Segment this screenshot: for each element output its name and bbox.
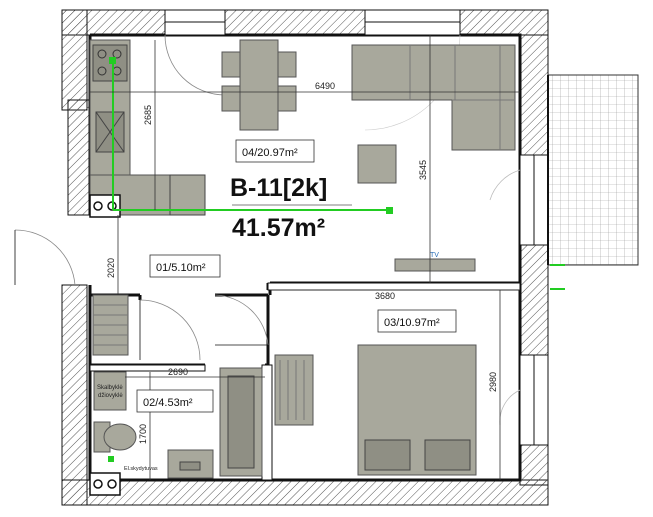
- washer-dryer-label-2: džiovyklė: [98, 393, 123, 399]
- washer-dryer-label-1: Skalbyklė: [97, 385, 123, 391]
- unit-total-area: 41.57m²: [232, 214, 325, 242]
- unit-code: B-11[2k]: [230, 174, 327, 202]
- dimension-labels: 6490 2685 3545 2020 3680 2980 2690 1700: [106, 81, 498, 444]
- sofa: [351, 44, 516, 151]
- tv-stand: TV: [394, 252, 476, 272]
- unit-title: B-11[2k] 41.57m²: [230, 174, 352, 242]
- room-label-bathroom: 02/4.53m²: [143, 397, 193, 409]
- dining-table: [221, 39, 297, 131]
- dimension-lines: [90, 35, 520, 480]
- dim-bath-height: 1700: [138, 424, 148, 444]
- dim-hall-height: 2020: [106, 258, 116, 278]
- dim-living-height: 3545: [418, 160, 428, 180]
- dim-living-width: 6490: [315, 81, 335, 91]
- electric-panel-label: El.skydytuvas: [124, 466, 158, 472]
- room-label-bedroom: 03/10.97m²: [384, 317, 440, 329]
- coffee-table: [357, 144, 397, 184]
- room-labels: 04/20.97m² 01/5.10m² 03/10.97m² 02/4.53m…: [136, 139, 457, 413]
- tv-label: TV: [430, 252, 439, 259]
- hall-wardrobe: [92, 294, 129, 356]
- dim-bedroom-height: 2980: [488, 372, 498, 392]
- room-label-kitchen-living: 04/20.97m²: [242, 147, 298, 159]
- bathroom-fixtures: Skalbyklė džiovyklė El.skydytuvas: [89, 367, 263, 496]
- dim-kitchen-height: 2685: [143, 105, 153, 125]
- room-label-hall: 01/5.10m²: [156, 262, 206, 274]
- balcony: [547, 74, 639, 266]
- dim-bedroom-width: 3680: [375, 291, 395, 301]
- reference-markers: [109, 57, 565, 290]
- doors: [14, 169, 521, 426]
- bedroom-furniture: [274, 344, 477, 476]
- kitchen: [89, 39, 206, 218]
- windows: [164, 9, 549, 446]
- dim-bath-width: 2690: [168, 367, 188, 377]
